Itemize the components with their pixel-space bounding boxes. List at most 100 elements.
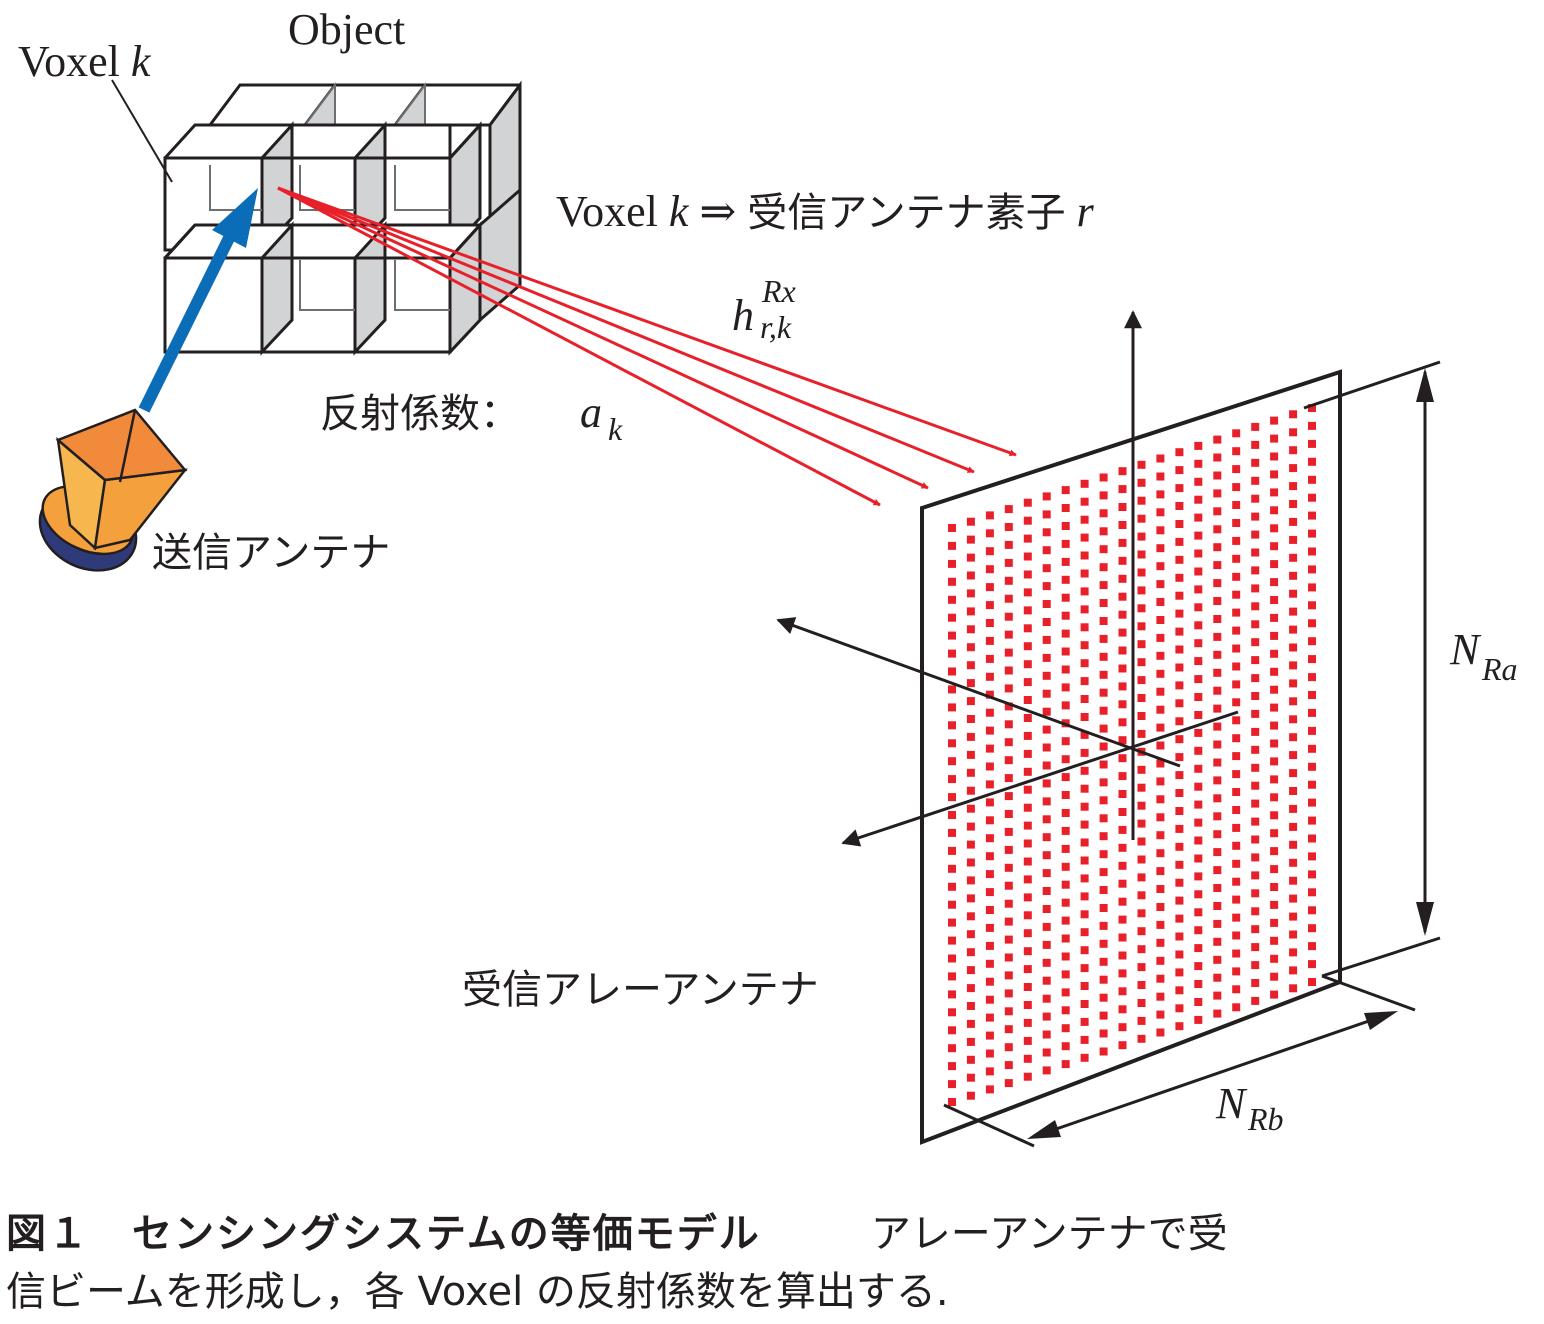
- array-element: [1004, 648, 1013, 657]
- array-element: [1175, 663, 1184, 672]
- array-element: [1251, 907, 1260, 916]
- array-element: [1080, 946, 1089, 955]
- array-element: [1080, 964, 1089, 973]
- nra-dimension: [1303, 360, 1441, 978]
- array-element: [1251, 458, 1260, 467]
- array-element: [1232, 859, 1241, 868]
- array-element: [1137, 604, 1146, 613]
- array-element: [1042, 958, 1051, 967]
- array-element: [1099, 706, 1108, 715]
- array-element: [1118, 987, 1127, 996]
- array-element: [1194, 782, 1203, 791]
- array-element: [1308, 511, 1316, 520]
- array-element: [1251, 996, 1260, 1005]
- array-element: [1042, 492, 1051, 501]
- array-element: [1308, 421, 1316, 430]
- array-element: [1137, 460, 1146, 469]
- array-element: [1099, 724, 1108, 733]
- array-element: [1137, 963, 1146, 972]
- array-element: [1308, 888, 1316, 897]
- array-element: [1099, 975, 1108, 984]
- array-element: [1308, 924, 1316, 933]
- array-element: [1175, 950, 1184, 959]
- svg-text:Rx: Rx: [761, 273, 796, 309]
- array-element: [1061, 557, 1070, 566]
- array-element: [1080, 623, 1089, 632]
- array-element: [1194, 872, 1203, 881]
- array-element: [948, 1026, 956, 1035]
- figure-caption-line-2: 信ビームを形成し，各 Voxel の反射係数を算出する.: [6, 1262, 1536, 1322]
- array-element: [1213, 722, 1222, 731]
- array-element: [1156, 526, 1165, 535]
- array-element: [1023, 642, 1032, 651]
- array-element: [1061, 844, 1070, 853]
- array-element: [1175, 789, 1184, 797]
- array-element: [1232, 1003, 1241, 1012]
- array-element: [1137, 694, 1146, 702]
- array-element: [1251, 476, 1260, 485]
- array-element: [1004, 971, 1013, 980]
- array-element: [1118, 503, 1127, 511]
- array-element: [1251, 548, 1260, 557]
- array-element: [1099, 634, 1108, 643]
- array-element: [1232, 626, 1241, 635]
- array-element: [1061, 826, 1070, 835]
- array-element: [985, 601, 994, 610]
- array-element: [1232, 536, 1241, 545]
- array-element: [1270, 954, 1279, 963]
- array-element: [1232, 429, 1241, 438]
- array-element: [1061, 862, 1070, 871]
- array-element: [1156, 562, 1165, 571]
- array-element: [1213, 489, 1222, 498]
- array-element: [1061, 611, 1070, 620]
- array-element: [1289, 804, 1298, 813]
- array-element: [1099, 1011, 1108, 1020]
- array-element: [1137, 927, 1146, 936]
- array-element: [1308, 762, 1316, 771]
- array-element: [1289, 535, 1298, 544]
- array-element: [1156, 616, 1165, 624]
- array-element: [1137, 712, 1146, 720]
- array-element: [1118, 754, 1127, 763]
- array-element: [966, 786, 975, 795]
- tx-antenna-label: 送信アンテナ: [152, 530, 390, 576]
- array-element: [1289, 697, 1298, 706]
- array-element: [1004, 666, 1013, 675]
- array-element: [1194, 657, 1203, 666]
- array-element: [1137, 783, 1146, 792]
- array-element: [1213, 668, 1222, 677]
- array-element: [1289, 840, 1298, 849]
- array-element: [966, 930, 975, 939]
- array-element: [1251, 799, 1260, 808]
- voxel-k-leader: [111, 79, 173, 183]
- array-element: [1251, 961, 1260, 970]
- array-element: [1004, 684, 1013, 693]
- array-element: [1156, 490, 1165, 499]
- array-element: [985, 1085, 994, 1094]
- array-element: [1004, 558, 1013, 567]
- array-element: [1289, 787, 1298, 795]
- svg-text:r,k: r,k: [760, 309, 792, 345]
- array-element: [966, 732, 975, 741]
- array-element: [1289, 517, 1298, 526]
- array-element: [1308, 404, 1316, 412]
- array-element: [1156, 759, 1165, 768]
- array-element: [1270, 560, 1279, 569]
- array-element: [966, 643, 975, 652]
- array-element: [1308, 708, 1316, 717]
- array-element: [1042, 779, 1051, 788]
- array-element: [1042, 528, 1051, 537]
- array-element: [1023, 749, 1032, 758]
- array-element: [1023, 983, 1032, 991]
- array-element: [1175, 860, 1184, 869]
- array-element: [1004, 845, 1013, 854]
- array-element: [1004, 774, 1013, 783]
- array-element: [948, 595, 956, 604]
- array-element: [1194, 495, 1203, 504]
- array-element: [1118, 521, 1127, 529]
- array-element: [1232, 608, 1241, 617]
- array-element: [1004, 630, 1013, 639]
- array-element: [1004, 1043, 1013, 1052]
- array-element: [1232, 895, 1241, 904]
- array-element: [1232, 734, 1241, 743]
